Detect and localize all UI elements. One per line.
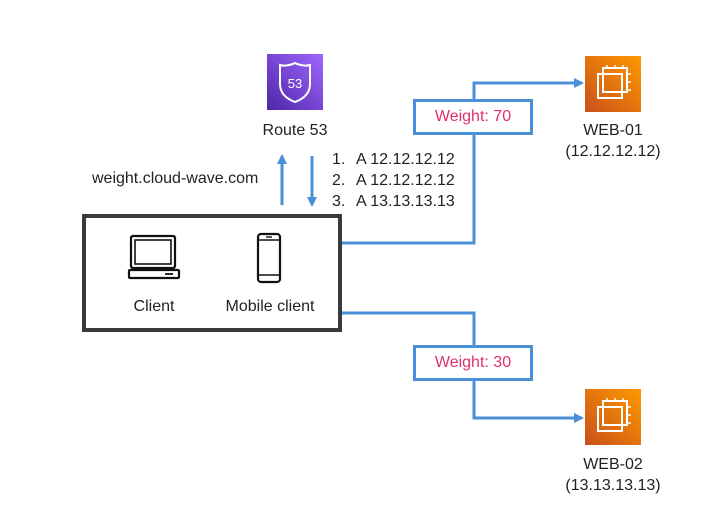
dns-answer-item: 1.A 12.12.12.12 bbox=[332, 151, 455, 168]
web02-ip: (13.13.13.13) bbox=[565, 477, 661, 494]
dns-answer-item: 3.A 13.13.13.13 bbox=[332, 193, 455, 210]
mobile-client-label: Mobile client bbox=[225, 298, 315, 315]
mobile-phone-icon bbox=[256, 232, 282, 284]
weight-web02: Weight: 30 bbox=[413, 345, 533, 381]
dns-answer-list: 1.A 12.12.12.12 2.A 12.12.12.12 3.A 13.1… bbox=[332, 149, 455, 212]
query-domain: weight.cloud-wave.com bbox=[92, 170, 259, 187]
route53-label: Route 53 bbox=[262, 122, 328, 139]
clients-group bbox=[82, 214, 342, 332]
weight-web01: Weight: 70 bbox=[413, 99, 533, 135]
route53-badge: 53 bbox=[288, 76, 302, 91]
path-to-web01 bbox=[342, 78, 584, 245]
web01-name: WEB-01 bbox=[583, 122, 643, 139]
web01-ip: (12.12.12.12) bbox=[565, 143, 661, 160]
dns-answer-item: 2.A 12.12.12.12 bbox=[332, 172, 455, 189]
desktop-icon bbox=[127, 234, 181, 280]
web02-name: WEB-02 bbox=[583, 456, 643, 473]
ec2-instance-icon bbox=[585, 389, 641, 445]
client-label: Client bbox=[133, 298, 175, 315]
ec2-instance-icon bbox=[585, 56, 641, 112]
route53-icon: 53 bbox=[267, 54, 323, 110]
